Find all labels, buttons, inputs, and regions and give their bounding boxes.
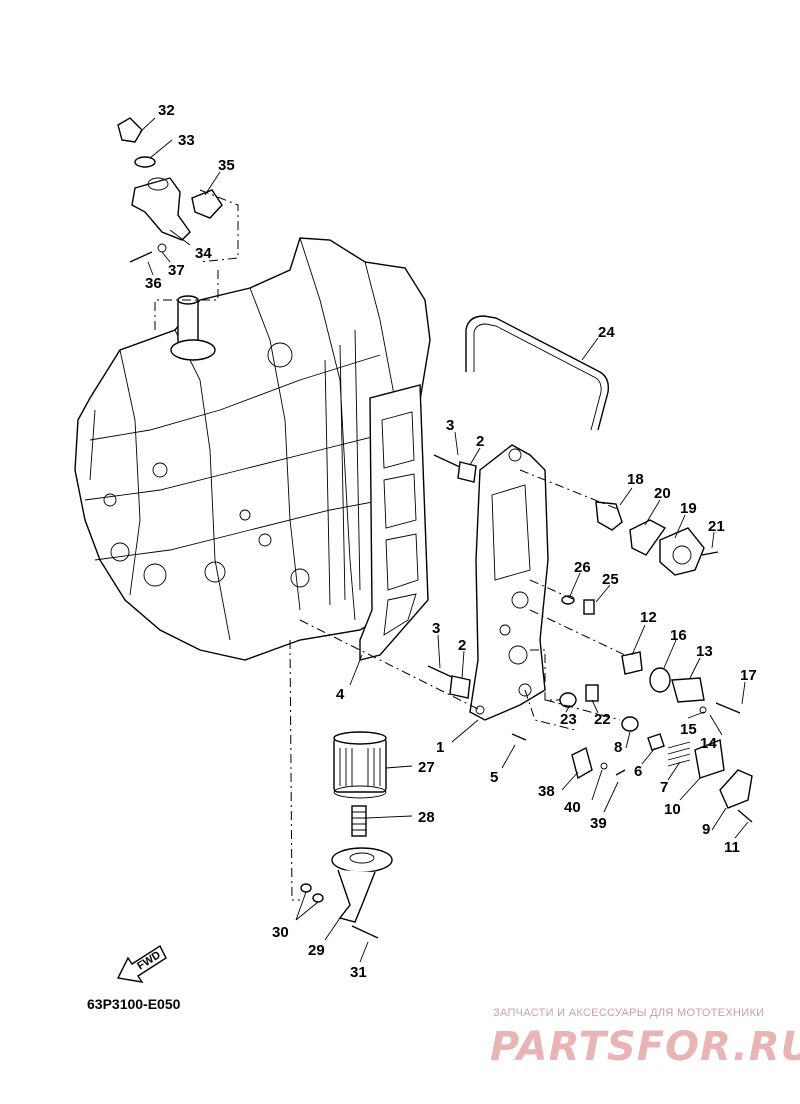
ref-line (299, 619, 481, 711)
part-label-2b: 2 (458, 637, 466, 654)
part-label-21: 21 (708, 518, 725, 535)
part-label-6: 6 (634, 763, 642, 780)
oil-filter-assembly (300, 731, 393, 939)
exhaust-cover-1 (469, 444, 549, 721)
part-label-20: 20 (654, 485, 671, 502)
thermostat-parts (427, 454, 753, 823)
part-label-39: 39 (590, 815, 607, 832)
part-label-14: 14 (700, 735, 717, 752)
ref-line (199, 189, 239, 263)
fwd-arrow: FWD (116, 944, 167, 983)
ref-line (529, 579, 576, 601)
part-label-31: 31 (350, 964, 367, 981)
part-label-11: 11 (724, 839, 740, 856)
part-label-7: 7 (660, 779, 668, 796)
part-label-29: 29 (308, 942, 325, 959)
ref-line (524, 689, 576, 731)
part-label-26: 26 (574, 559, 591, 576)
part-label-40: 40 (564, 799, 581, 816)
part-label-36: 36 (145, 275, 162, 292)
part-label-1: 1 (436, 739, 444, 756)
part-label-34: 34 (195, 245, 212, 262)
part-number-labels: 32 33 35 34 37 36 24 3 2 18 20 19 21 26 … (145, 102, 757, 981)
part-label-19: 19 (680, 500, 697, 517)
ref-line (289, 639, 300, 901)
part-label-10: 10 (664, 801, 681, 818)
ref-line (529, 609, 626, 656)
part-label-32: 32 (158, 102, 175, 119)
part-label-13: 13 (696, 643, 713, 660)
part-label-27: 27 (418, 759, 435, 776)
part-label-15: 15 (680, 721, 697, 738)
ref-line (519, 469, 621, 511)
leader-lines (139, 117, 749, 963)
ref-line (530, 649, 560, 701)
part-label-4: 4 (336, 686, 345, 703)
part-label-37: 37 (168, 262, 185, 279)
water-outlet-assembly (117, 117, 223, 263)
part-label-23: 23 (560, 711, 577, 728)
part-label-38: 38 (538, 783, 555, 800)
part-label-5: 5 (490, 769, 498, 786)
diagram-code: 63P3100-E050 (87, 996, 181, 1012)
watermark-logo: PARTSFOR.RU (490, 1024, 800, 1070)
ref-line (154, 270, 219, 330)
part-label-3b: 3 (432, 620, 440, 637)
cylinder-block (74, 237, 431, 661)
watermark-tagline: ЗАПЧАСТИ И АКСЕССУАРЫ ДЛЯ МОТОТЕХНИКИ (493, 1007, 765, 1019)
part-label-12: 12 (640, 609, 657, 626)
part-label-28: 28 (418, 809, 435, 826)
part-label-22: 22 (594, 711, 611, 728)
part-label-30: 30 (272, 924, 289, 941)
part-label-2a: 2 (476, 433, 484, 450)
part-label-18: 18 (627, 471, 644, 488)
part-label-3a: 3 (446, 417, 454, 434)
gasket-4 (359, 384, 429, 661)
part-label-33: 33 (178, 132, 195, 149)
part-label-9: 9 (702, 821, 710, 838)
part-label-24: 24 (598, 324, 615, 341)
hose-24 (465, 315, 610, 431)
part-label-25: 25 (602, 571, 619, 588)
ref-line (545, 699, 621, 721)
part-label-17: 17 (740, 667, 757, 684)
part-label-35: 35 (218, 157, 235, 174)
part-label-16: 16 (670, 627, 687, 644)
part-label-8: 8 (614, 739, 622, 756)
